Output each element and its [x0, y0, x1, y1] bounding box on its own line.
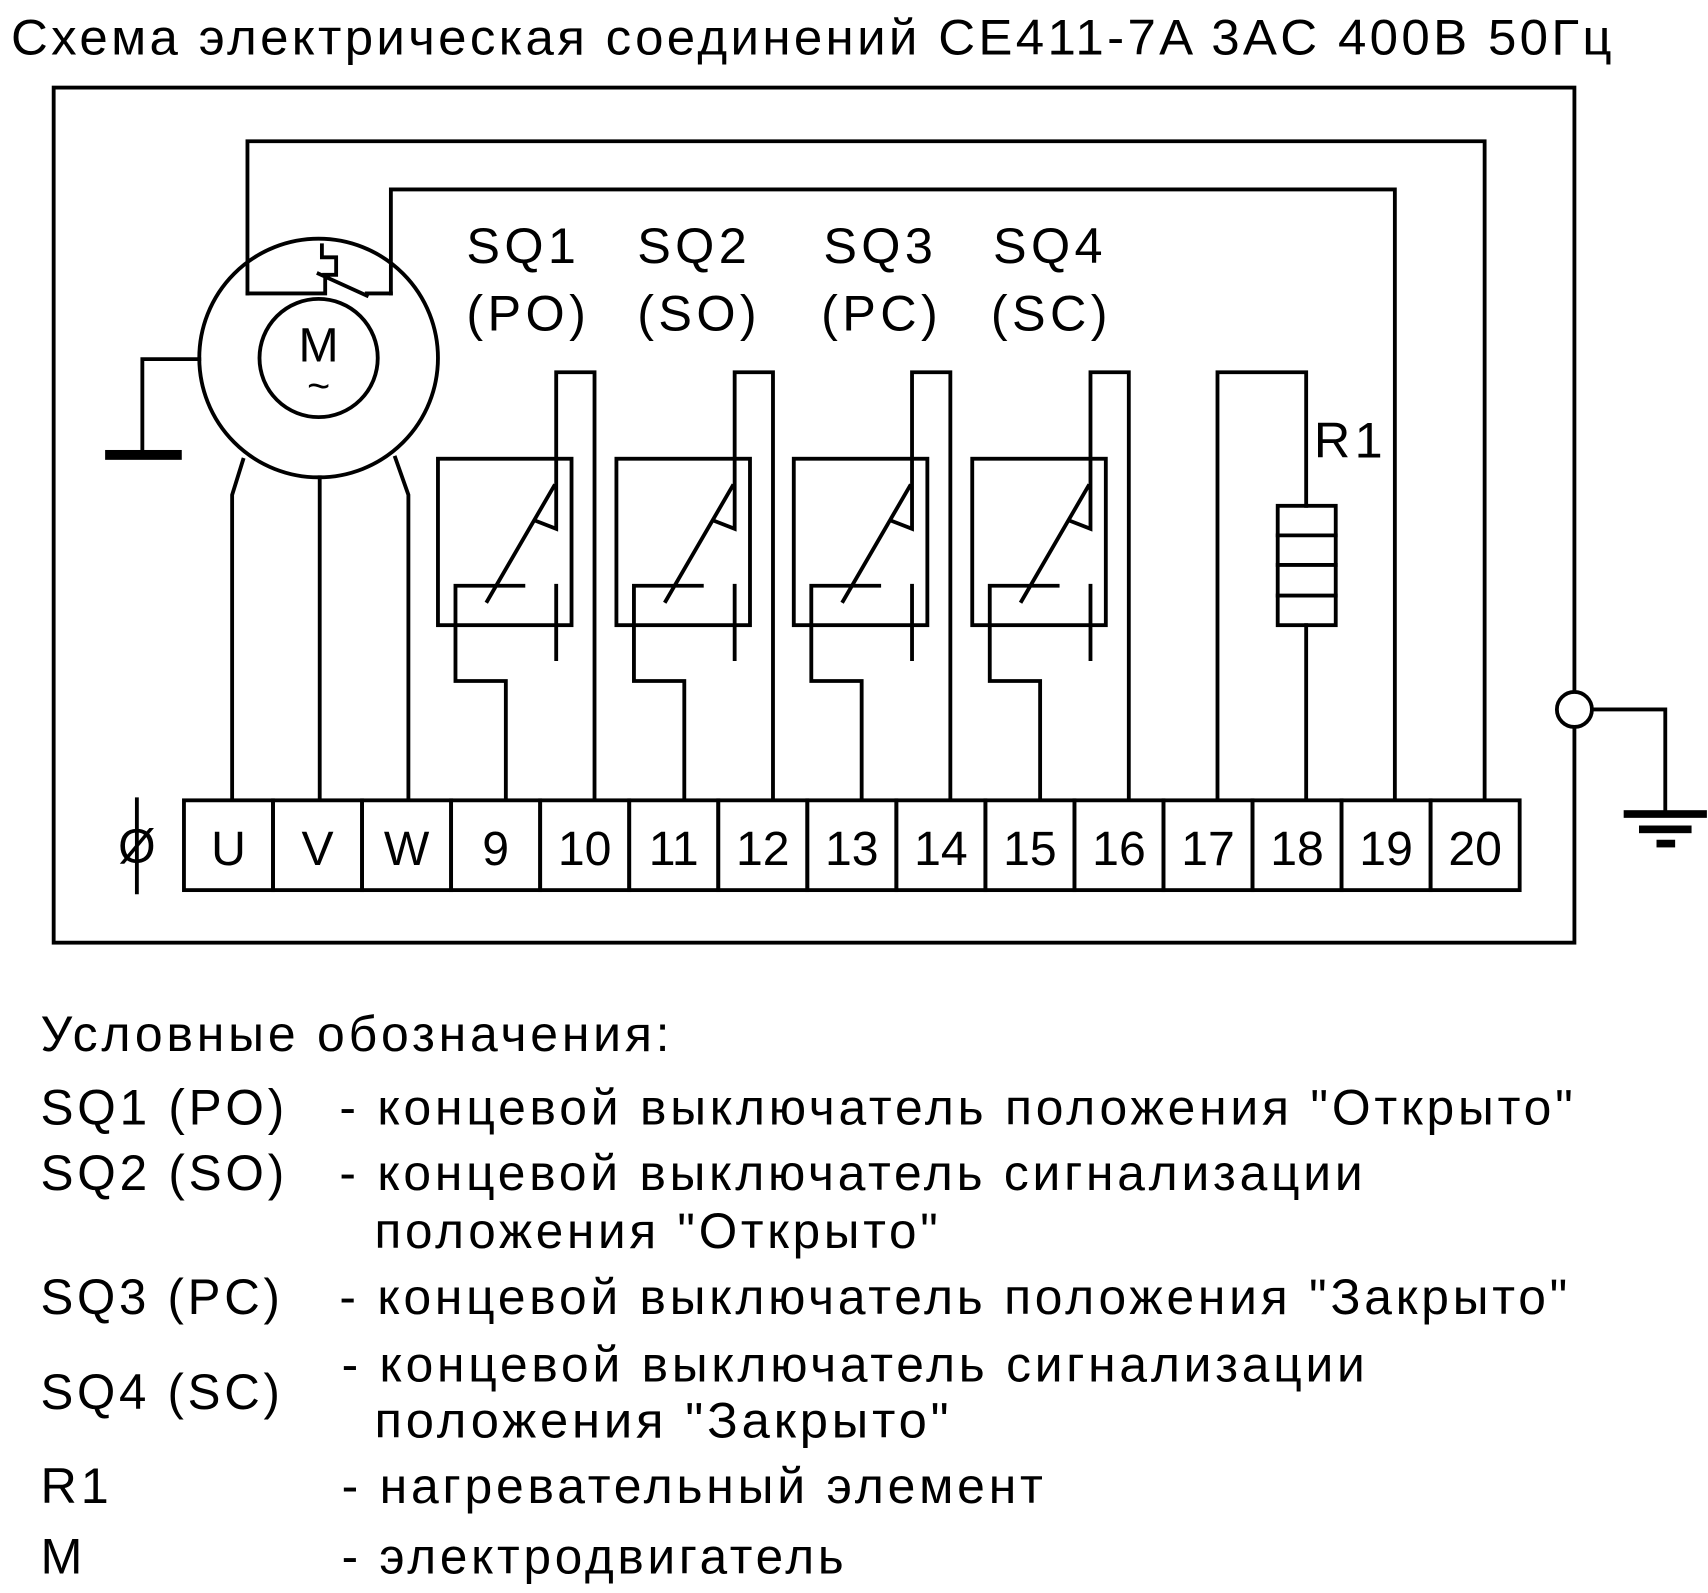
legend: Условные обозначения: SQ1 (PO) - концево…: [41, 1005, 1576, 1584]
switch-housing: [791, 456, 930, 628]
legend-key: SQ2 (SO): [41, 1144, 288, 1201]
legend-key: M: [41, 1527, 87, 1584]
motor: M ~: [105, 236, 440, 802]
terminal-ground-symbol: Ø: [118, 820, 155, 874]
motor-inner-circle: [257, 296, 380, 420]
terminal-u: U: [182, 798, 275, 893]
legend-desc: - нагревательный элемент: [342, 1457, 1047, 1514]
terminal-15: 15: [983, 798, 1077, 893]
switch-housing: [614, 456, 752, 628]
terminal-17: 17: [1161, 798, 1255, 893]
motor-ground-icon: [105, 449, 182, 460]
legend-key: SQ1 (PO): [41, 1078, 288, 1135]
terminal-20: 20: [1428, 798, 1522, 893]
switch-code: (SO): [637, 285, 761, 342]
motor-lead-w: [392, 455, 411, 802]
terminal-13: 13: [805, 798, 899, 893]
diagram-title: Схема электрическая соединений CE411-7A …: [11, 9, 1615, 66]
legend-desc: - концевой выключатель положения "Закрыт…: [339, 1268, 1571, 1325]
terminal-10: 10: [538, 798, 632, 893]
terminal-label: 17: [1181, 822, 1235, 876]
terminal-14: 14: [894, 798, 988, 893]
limit-switch-sq3: SQ3 (PC): [791, 217, 953, 802]
limit-switch-sq2: SQ2 (SO): [614, 217, 775, 802]
switch-contact-icon: [453, 370, 597, 802]
terminal-label: 12: [736, 822, 790, 876]
limit-switch-sq4: SQ4 (SC): [970, 217, 1131, 802]
terminal-19: 19: [1339, 798, 1433, 893]
legend-desc: - электродвигатель: [342, 1527, 848, 1584]
terminal-label: 19: [1359, 822, 1413, 876]
terminal-label: V: [301, 822, 333, 876]
earth-wire: [1590, 707, 1668, 815]
switch-code: (SC): [991, 285, 1112, 342]
switch-housing: [970, 456, 1108, 628]
legend-desc: - концевой выключатель сигнализации: [342, 1336, 1369, 1393]
wire-19: [388, 187, 1397, 802]
legend-key: SQ4 (SC): [41, 1363, 284, 1420]
legend-desc: положения "Закрыто": [374, 1392, 952, 1449]
terminal-label: 10: [558, 822, 612, 876]
terminal-12: 12: [716, 798, 810, 893]
terminal-9: 9: [449, 798, 543, 893]
terminal-label: W: [384, 822, 430, 876]
terminal-label: 13: [825, 822, 879, 876]
heater-r1: R1: [1215, 370, 1387, 802]
switch-contact-icon: [987, 370, 1131, 802]
switch-code: (PC): [821, 285, 942, 342]
terminal-label: 14: [914, 822, 968, 876]
earth-ground-icon: [1623, 810, 1707, 848]
terminal-18: 18: [1250, 798, 1344, 893]
earth-terminal-icon: [1554, 690, 1594, 729]
motor-ac-symbol: ~: [307, 365, 330, 409]
terminal-v: V: [271, 798, 364, 893]
terminal-label: 20: [1448, 822, 1502, 876]
terminal-w: W: [360, 798, 454, 893]
thermal-switch-icon: [245, 243, 393, 299]
wire-20: [245, 139, 1487, 802]
switch-name: SQ1: [466, 217, 580, 274]
limit-switch-sq1: SQ1 (PO): [436, 217, 597, 802]
switch-name: SQ4: [993, 217, 1107, 274]
terminal-16: 16: [1072, 798, 1166, 893]
terminal-label: 11: [649, 822, 699, 876]
motor-letter: M: [299, 318, 339, 372]
resistor-label: R1: [1314, 412, 1387, 469]
terminal-label: 9: [482, 822, 509, 876]
legend-key: SQ3 (PC): [41, 1268, 284, 1325]
terminal-11: 11: [627, 798, 721, 893]
terminal-label: 18: [1270, 822, 1324, 876]
terminal-label: 16: [1092, 822, 1146, 876]
motor-lead-u: [230, 457, 246, 802]
switch-housing: [436, 456, 574, 628]
switch-contact-icon: [632, 370, 775, 802]
terminal-label: 15: [1003, 822, 1057, 876]
switch-name: SQ3: [823, 217, 937, 274]
motor-ground-wire: [140, 357, 202, 455]
switch-code: (PO): [466, 285, 590, 342]
legend-desc: - концевой выключатель положения "Открыт…: [339, 1078, 1576, 1135]
legend-desc: положения "Открыто": [374, 1202, 941, 1259]
legend-desc: - концевой выключатель сигнализации: [339, 1144, 1366, 1201]
enclosure-frame: [51, 85, 1577, 945]
legend-heading: Условные обозначения:: [41, 1005, 674, 1062]
switch-contact-icon: [809, 370, 953, 802]
switch-name: SQ2: [637, 217, 751, 274]
terminal-label: U: [211, 822, 246, 876]
legend-key: R1: [41, 1457, 113, 1514]
